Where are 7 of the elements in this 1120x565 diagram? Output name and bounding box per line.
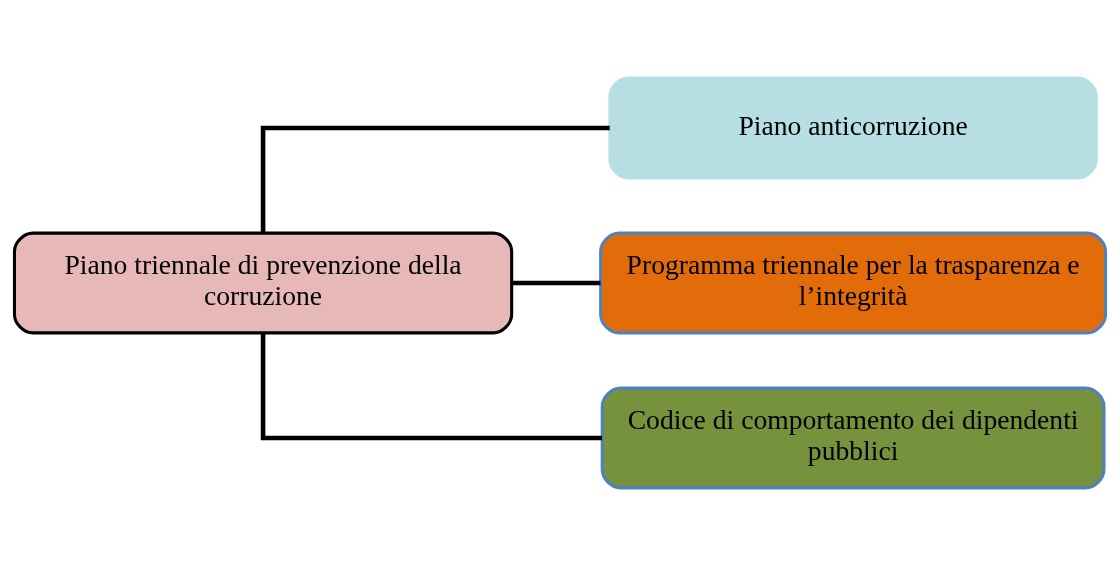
connector: [260, 125, 610, 233]
connector: [512, 280, 601, 285]
node-box: Piano triennale di prevenzione della corruzione: [12, 231, 514, 334]
node-box: Piano anticorruzione: [608, 76, 1098, 179]
node-box: Programma triennale per la trasparenza e l’integrità: [599, 231, 1108, 334]
node-box: Codice di comportamento dei dipendenti pubblici: [600, 386, 1106, 489]
connector: [260, 332, 602, 440]
